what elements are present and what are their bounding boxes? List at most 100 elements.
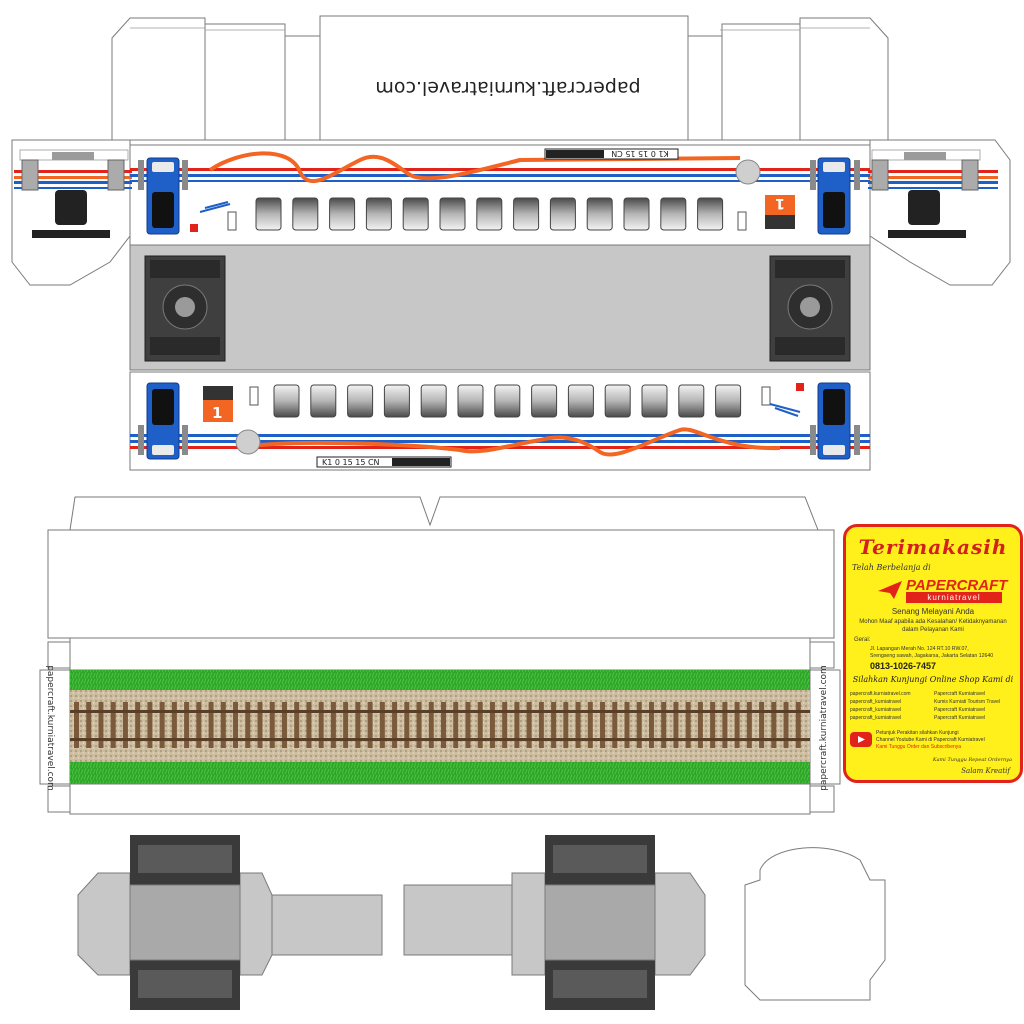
upper-logo-emblem (735, 159, 761, 185)
upper-side-stripes (130, 151, 870, 184)
sleeper (233, 702, 239, 748)
card-link[interactable]: Kumis Kurniati Tourism Travel (934, 699, 1001, 705)
sleeper (343, 702, 349, 748)
window (310, 384, 337, 418)
right-end-cap (868, 149, 998, 238)
card-greeting: Senang Melayani Anda (891, 607, 975, 616)
sleeper (428, 702, 434, 748)
window (549, 197, 576, 231)
sleeper (771, 702, 777, 748)
card-link[interactable]: papercraft.kurniatravel.com (850, 691, 911, 697)
sleeper (453, 702, 459, 748)
sleeper (208, 702, 214, 748)
card-address-line-1: Jl. Lapangan Merah No. 124 RT.10 RW.07, (870, 646, 969, 652)
svg-text:K1 0 15 15 CN: K1 0 15 15 CN (611, 149, 669, 158)
sleeper (245, 702, 251, 748)
card-youtube-line-3: Kami Tunggu Order dan Subscribenya (876, 744, 962, 750)
sleeper (355, 702, 361, 748)
sleeper (575, 702, 581, 748)
roof-vent-left (144, 255, 226, 362)
sleeper (624, 702, 630, 748)
sleeper (648, 702, 654, 748)
website-text-upside-down: papercraft.kurniatravel.com (375, 77, 640, 99)
sleeper (636, 702, 642, 748)
card-brand-sub: kurniatravel (906, 592, 1002, 603)
bogie-net-right (403, 835, 706, 1010)
card-phone: 0813-1026-7457 (870, 661, 937, 671)
window (365, 197, 392, 231)
sleeper (489, 702, 495, 748)
sleeper (367, 702, 373, 748)
card-apology-line-1: Mohon Maaf apabila ada Kesalahan/ Ketida… (859, 619, 1007, 625)
sleeper (502, 702, 508, 748)
paper-plane-icon (878, 581, 902, 599)
sleeper (612, 702, 618, 748)
card-link[interactable]: Papercraft Kurniatravel (934, 715, 986, 721)
sleeper (465, 702, 471, 748)
window (660, 197, 687, 231)
window (347, 384, 374, 418)
sleeper (294, 702, 300, 748)
sleeper (526, 702, 532, 748)
sleeper (722, 702, 728, 748)
track-sleepers (74, 702, 801, 748)
sleeper (404, 702, 410, 748)
card-link[interactable]: Papercraft Kurniatravel (934, 691, 986, 697)
sleeper (74, 702, 79, 748)
sleeper (551, 702, 557, 748)
bogie-net-left (77, 835, 383, 1010)
sleeper (159, 702, 165, 748)
card-link[interactable]: papercraft_kurniatravel (850, 699, 902, 705)
sleeper (697, 702, 703, 748)
sleeper (110, 702, 116, 748)
track-base-net (39, 496, 841, 815)
card-apology-line-2: dalam Pelayanan Kami (902, 627, 964, 633)
sleeper (710, 702, 716, 748)
upper-small-window-left (227, 211, 237, 231)
window (678, 384, 705, 418)
card-link[interactable]: papercraft_kurniatravel (850, 715, 902, 721)
card-link[interactable]: Papercraft Kurniatravel (934, 707, 986, 713)
window (586, 197, 613, 231)
roof-fold-lines (130, 27, 870, 31)
card-brand: PAPERCRAFT kurniatravel (876, 577, 1016, 607)
upper-windows (255, 197, 724, 231)
card-link[interactable]: papercraft_kurniatravel (850, 707, 902, 713)
youtube-icon (850, 732, 872, 747)
upper-small-window-right (737, 211, 747, 231)
window (641, 384, 668, 418)
window (457, 384, 484, 418)
car-code-plate-upper: K1 0 15 15 CN (544, 148, 679, 160)
car-code-text: K1 0 15 15 CN (322, 458, 380, 467)
sleeper (477, 702, 483, 748)
sleeper (196, 702, 202, 748)
window (292, 197, 319, 231)
lower-left-door (138, 382, 188, 460)
sleeper (98, 702, 104, 748)
sleeper (86, 702, 92, 748)
sleeper (783, 702, 789, 748)
card-sign-2: Salam Kreatif (961, 767, 1010, 775)
sleeper (171, 702, 177, 748)
card-title: Terimakasih (858, 535, 1008, 559)
sleeper (379, 702, 385, 748)
sleeper (220, 702, 226, 748)
lower-small-window-right (761, 386, 771, 406)
sleeper (746, 702, 752, 748)
card-address-label: Gerai: (854, 637, 871, 643)
window (567, 384, 594, 418)
thank-you-card: Terimakasih Telah Berbelanja di PAPERCRA… (843, 524, 1023, 783)
card-youtube-line-2: Channel Youtube Kami di Papercraft Kurni… (876, 737, 985, 743)
gangway-net (744, 847, 886, 1001)
window (697, 197, 724, 231)
window (273, 384, 300, 418)
upper-emergency-red (190, 224, 198, 232)
window (402, 197, 429, 231)
window (476, 197, 503, 231)
lower-emergency-red (796, 383, 804, 391)
sleeper (685, 702, 691, 748)
sleeper (392, 702, 398, 748)
sleeper (330, 702, 336, 748)
